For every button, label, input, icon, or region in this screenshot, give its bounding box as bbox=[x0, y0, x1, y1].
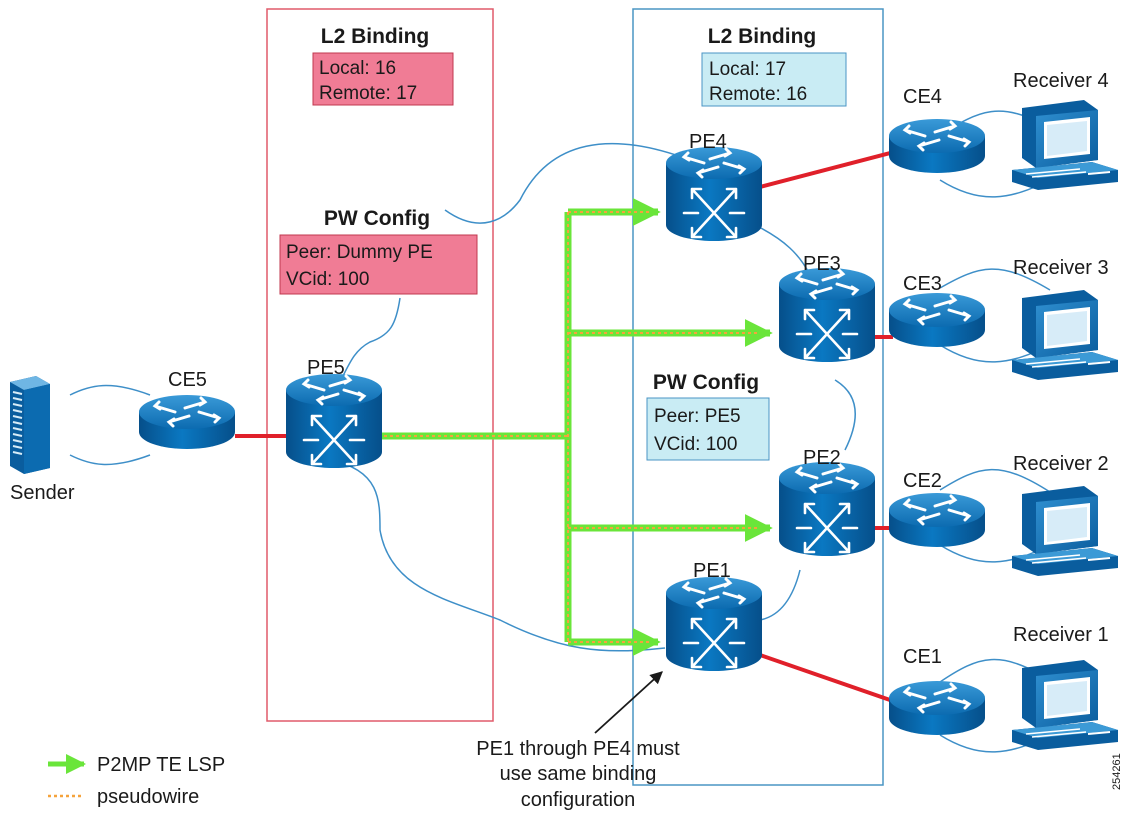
pe4-label: PE4 bbox=[689, 131, 727, 153]
right-pw-vcid: VCid: 100 bbox=[654, 434, 737, 455]
right-l2-remote: Remote: 16 bbox=[709, 84, 807, 105]
ce4-router-icon bbox=[887, 117, 987, 175]
pe5-label: PE5 bbox=[307, 357, 345, 379]
legend-lsp-label: P2MP TE LSP bbox=[97, 754, 225, 776]
left-pw-config-title: PW Config bbox=[324, 207, 430, 230]
pe4-router-icon bbox=[664, 145, 764, 243]
receiver4-label: Receiver 4 bbox=[1013, 70, 1109, 92]
right-pw-config-title: PW Config bbox=[653, 371, 759, 394]
pe3-router-icon bbox=[777, 266, 877, 364]
right-pw-config-box bbox=[646, 397, 770, 461]
left-pw-vcid: VCid: 100 bbox=[286, 269, 369, 290]
receiver3-workstation-icon bbox=[1011, 289, 1119, 381]
access-links bbox=[235, 151, 893, 702]
pe1-label: PE1 bbox=[693, 560, 731, 582]
receiver4-workstation-icon bbox=[1011, 99, 1119, 191]
receiver1-label: Receiver 1 bbox=[1013, 624, 1109, 646]
pe2-label: PE2 bbox=[803, 447, 841, 469]
left-pw-peer: Peer: Dummy PE bbox=[286, 242, 433, 263]
receiver2-workstation-icon bbox=[1011, 485, 1119, 577]
ce1-label: CE1 bbox=[903, 646, 942, 668]
receiver2-label: Receiver 2 bbox=[1013, 453, 1109, 475]
sender-server-icon bbox=[10, 376, 50, 474]
ce2-label: CE2 bbox=[903, 470, 942, 492]
ce5-router-icon bbox=[137, 393, 237, 451]
left-l2-remote: Remote: 17 bbox=[319, 83, 417, 104]
pe3-label: PE3 bbox=[803, 253, 841, 275]
left-l2-binding-title: L2 Binding bbox=[321, 25, 430, 48]
left-l2-binding-box bbox=[312, 52, 454, 106]
ce4-label: CE4 bbox=[903, 86, 942, 108]
annotation-line-1: PE1 through PE4 must bbox=[476, 738, 680, 760]
ce1-router-icon bbox=[887, 679, 987, 737]
annotation-line-3: configuration bbox=[521, 789, 636, 811]
p2mp-te-lsp bbox=[378, 198, 773, 656]
right-l2-binding-title: L2 Binding bbox=[708, 25, 817, 48]
left-pw-config-box bbox=[279, 234, 478, 295]
pe2-router-icon bbox=[777, 460, 877, 558]
receiver1-workstation-icon bbox=[1011, 659, 1119, 751]
figure-id: 254261 bbox=[1111, 753, 1123, 790]
legend-pseudowire-label: pseudowire bbox=[97, 786, 199, 808]
ce3-label: CE3 bbox=[903, 273, 942, 295]
left-l2-local: Local: 16 bbox=[319, 58, 396, 79]
left-frame bbox=[266, 8, 494, 722]
annotation-arrow bbox=[594, 671, 663, 734]
pe1-router-icon bbox=[664, 575, 764, 673]
ce3-router-icon bbox=[887, 291, 987, 349]
right-frame bbox=[632, 8, 884, 786]
pe5-router-icon bbox=[284, 372, 384, 470]
receiver3-label: Receiver 3 bbox=[1013, 257, 1109, 279]
ce2-router-icon bbox=[887, 491, 987, 549]
right-pw-peer: Peer: PE5 bbox=[654, 406, 741, 427]
annotation-line-2: use same binding bbox=[500, 763, 657, 785]
ce5-label: CE5 bbox=[168, 369, 207, 391]
sender-label: Sender bbox=[10, 482, 75, 504]
right-l2-binding-box bbox=[701, 52, 847, 107]
legend: P2MP TE LSP pseudowire bbox=[48, 754, 225, 808]
right-l2-local: Local: 17 bbox=[709, 59, 786, 80]
